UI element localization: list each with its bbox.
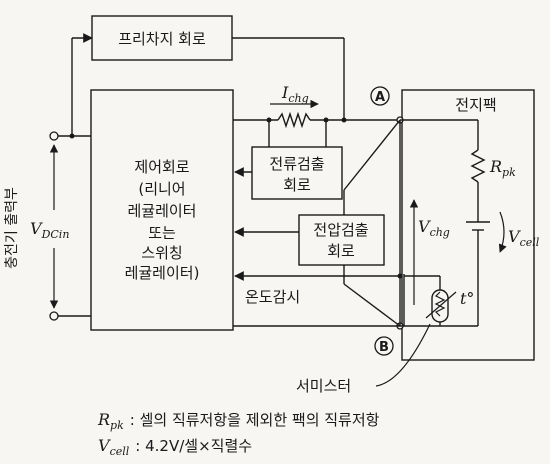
svg-text:또는: 또는 (148, 224, 176, 242)
temp-sense-label: 온도감시 (245, 288, 300, 306)
battery-pack-block (401, 89, 535, 361)
voltage-detect-block (298, 214, 385, 266)
svg-text:스위칭: 스위칭 (141, 244, 182, 262)
current-detect-block (251, 146, 343, 200)
input-wiring (49, 33, 93, 321)
charger-output-label: 충전기 출력부 (4, 187, 20, 269)
svg-text:회로: 회로 (327, 242, 355, 260)
svg-text:레귤레이터: 레귤레이터 (127, 202, 196, 220)
legend-rpk: Rpk: 셀의 직류저항을 제외한 팩의 직류저항 (97, 410, 380, 432)
vdcin-symbol: VDCin (30, 219, 69, 241)
thermistor-pointer (375, 323, 431, 387)
thermistor-temp-symbol: t° (460, 289, 474, 308)
control-block (90, 89, 234, 331)
vcell-symbol: Vcell (508, 227, 540, 249)
control-label: 제어회로 (리니어 레귤레이터 또는 스위칭 레귤레이터) (125, 158, 200, 282)
legend: Rpk: 셀의 직류저항을 제외한 팩의 직류저항 Vcell: 4.2V/셀×… (97, 410, 380, 458)
legend-vcell: Vcell: 4.2V/셀×직렬수 (98, 436, 252, 458)
svg-text:제어회로: 제어회로 (134, 158, 189, 176)
battery-pack-label: 전지팩 (455, 96, 496, 114)
precharge-label: 프리차지 회로 (118, 30, 206, 48)
svg-text:(리니어: (리니어 (138, 180, 185, 198)
thermistor (404, 275, 457, 326)
battery-pack-wiring (400, 119, 507, 327)
current-detect-label: 전류검출 회로 (269, 155, 324, 194)
voltage-detect-label: 전압검출 회로 (313, 221, 368, 260)
thermistor-label: 서미스터 (296, 377, 351, 395)
svg-text:전압검출: 전압검출 (313, 221, 368, 239)
rpk-symbol: Rpk (489, 157, 516, 179)
vchg-symbol: Vchg (418, 217, 450, 239)
voltage-detect-wiring (234, 119, 401, 327)
svg-text:회로: 회로 (283, 176, 311, 194)
top-wiring (232, 37, 400, 177)
ichg-symbol: Ichg (281, 83, 309, 105)
node-a-label: A (375, 90, 385, 105)
node-b-label: B (379, 340, 389, 355)
svg-text:전류검출: 전류검출 (269, 155, 324, 173)
svg-text:레귤레이터): 레귤레이터) (125, 264, 200, 282)
